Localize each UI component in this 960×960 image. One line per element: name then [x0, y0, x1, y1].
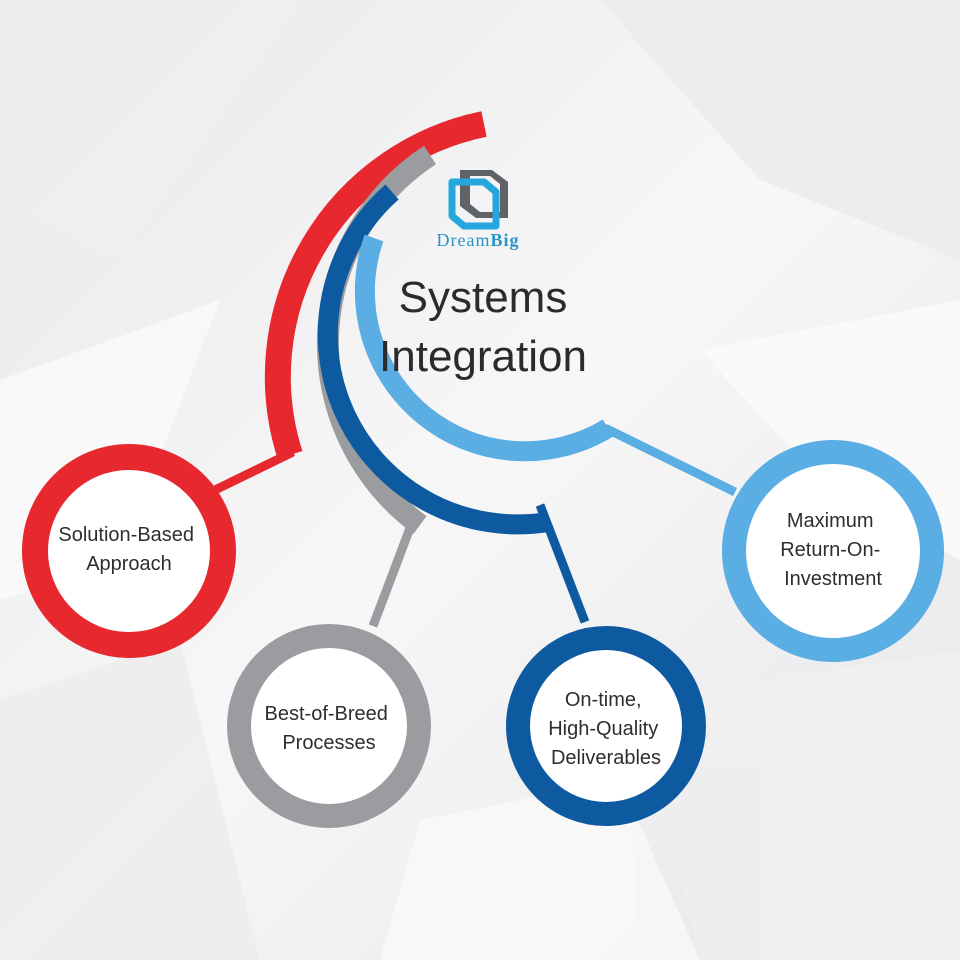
- node-breed-ring: [227, 624, 431, 828]
- node-ontime: On-time, High-Quality Deliverables: [506, 626, 706, 826]
- brand-name: DreamBig: [437, 230, 520, 250]
- central-arcs: [264, 111, 614, 535]
- connector-roi: [603, 423, 737, 497]
- node-breed: Best-of-Breed Processes: [227, 624, 431, 828]
- node-roi-label: Maximum Return-On- Investment: [780, 510, 886, 590]
- dreambig-logo: DreamBig: [437, 170, 520, 250]
- page-subtitle: Integration: [379, 332, 587, 381]
- arc-dblue: [317, 184, 550, 535]
- connector-solution: [213, 447, 295, 495]
- dreambig-cube-logo-icon: [448, 170, 508, 230]
- node-solution-ring: [22, 444, 236, 658]
- node-ontime-ring: [506, 626, 706, 826]
- node-solution-label: Solution-Based Approach: [58, 524, 199, 575]
- node-ontime-label: On-time, High-Quality Deliverables: [548, 689, 664, 769]
- node-roi-ring: [722, 440, 944, 662]
- page-title: Systems: [399, 273, 568, 322]
- arc-lblue: [354, 234, 614, 462]
- node-breed-label: Best-of-Breed Processes: [265, 703, 394, 754]
- arc-red: [264, 111, 487, 459]
- node-solution: Solution-Based Approach: [22, 444, 236, 658]
- connector-breed: [368, 526, 415, 628]
- node-roi: Maximum Return-On- Investment: [722, 440, 944, 662]
